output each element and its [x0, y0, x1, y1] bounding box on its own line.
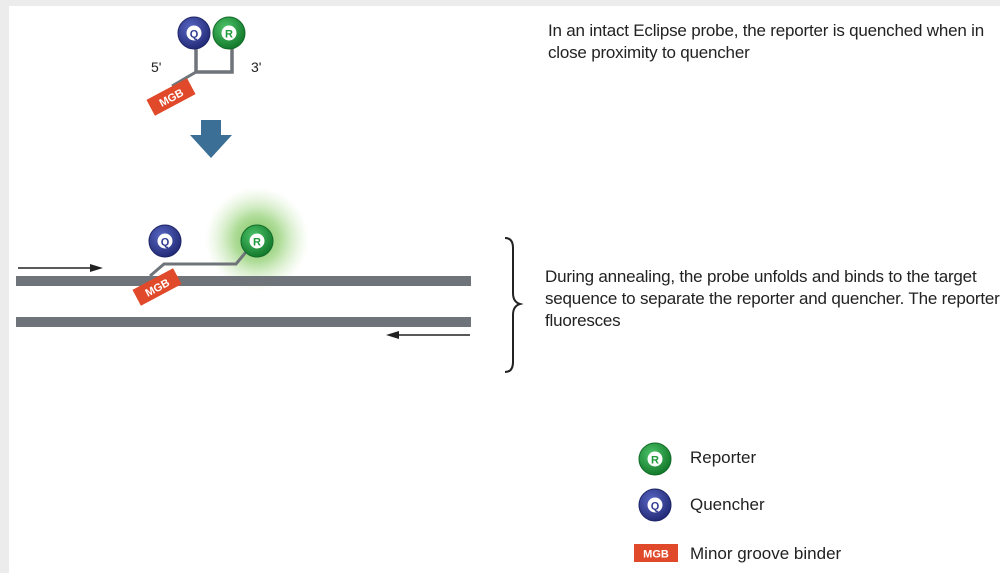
annealed-probe: Q R MGB: [16, 187, 524, 373]
svg-text:R: R: [651, 455, 659, 467]
svg-text:Q: Q: [190, 29, 199, 41]
legend-quencher-label: Quencher: [690, 495, 765, 514]
caption-annealing: During annealing, the probe unfolds and …: [545, 267, 1000, 330]
reporter-marker-bound: R: [240, 224, 274, 258]
probe-backbone-folded: [194, 46, 234, 74]
svg-text:R: R: [253, 237, 261, 249]
legend-mgb-icon: MGB: [634, 544, 678, 562]
quencher-marker-top: Q: [177, 16, 211, 50]
intact-probe: Q R 5' 3' MGB: [146, 16, 261, 116]
probe-backbone-unfolded: [149, 251, 248, 278]
reverse-primer-arrow: [386, 331, 470, 339]
legend: R Q MGB: [634, 442, 678, 562]
dna-strand-top: [16, 276, 471, 286]
svg-text:R: R: [225, 29, 233, 41]
legend-quencher-icon: Q: [638, 488, 672, 522]
five-prime-label: 5': [151, 59, 161, 75]
quencher-marker-bound: Q: [148, 224, 182, 258]
reporter-marker-top: R: [212, 16, 246, 50]
legend-reporter-icon: R: [638, 442, 672, 476]
three-prime-label: 3': [251, 59, 261, 75]
mgb-tag-bound: MGB: [132, 268, 182, 306]
legend-reporter-label: Reporter: [690, 448, 757, 467]
brace-icon: [504, 237, 524, 373]
probe-mgb-link: [171, 70, 197, 88]
down-arrow-icon: [190, 120, 232, 158]
dna-strand-bottom: [16, 317, 471, 327]
mgb-tag-top: MGB: [146, 78, 196, 116]
forward-primer-arrow: [18, 264, 103, 272]
caption-intact-probe: In an intact Eclipse probe, the reporter…: [548, 21, 984, 62]
svg-text:Q: Q: [651, 501, 660, 513]
legend-mgb-label: Minor groove binder: [690, 544, 842, 563]
svg-text:Q: Q: [161, 237, 170, 249]
svg-text:MGB: MGB: [643, 549, 669, 561]
